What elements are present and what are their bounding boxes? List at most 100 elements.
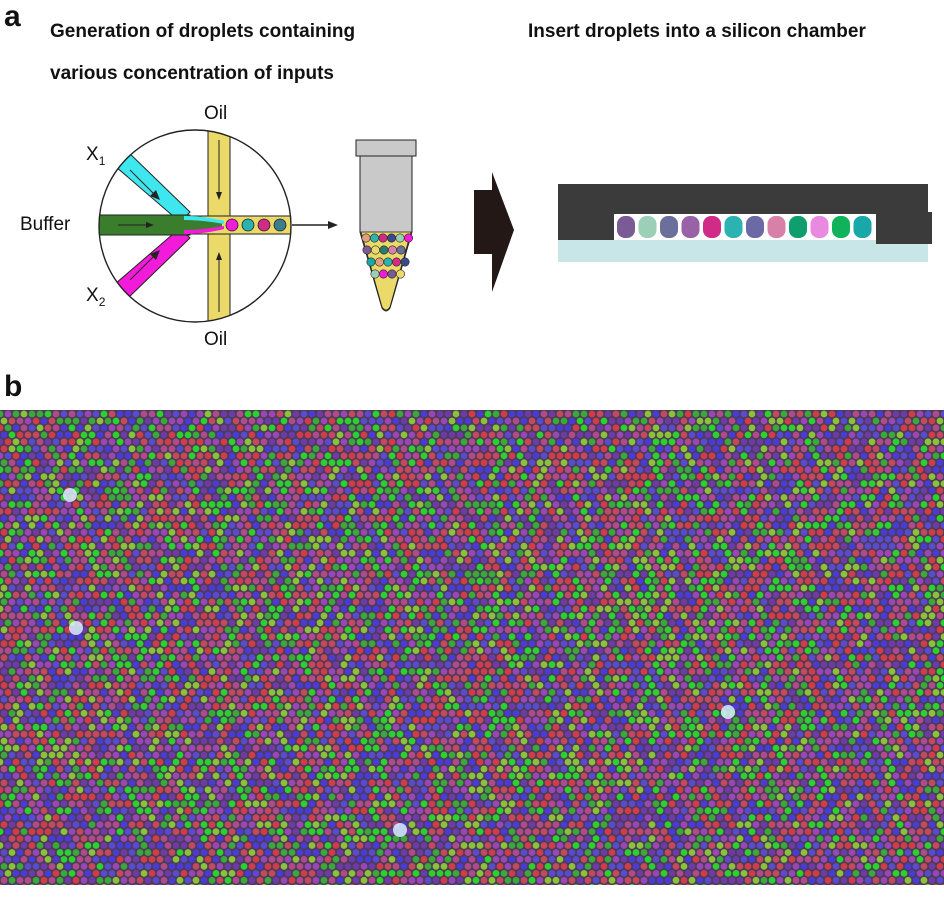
micrograph-droplet	[389, 550, 396, 557]
micrograph-droplet	[781, 466, 788, 473]
micrograph-droplet	[557, 564, 564, 571]
micrograph-droplet	[929, 682, 936, 689]
micrograph-droplet	[373, 564, 380, 571]
micrograph-droplet	[341, 689, 348, 696]
micrograph-droplet	[829, 411, 836, 418]
tube-droplet	[388, 246, 396, 254]
micrograph-droplet	[513, 459, 520, 466]
micrograph-droplet	[381, 508, 388, 515]
micrograph-droplet	[897, 557, 904, 564]
micrograph-droplet	[381, 578, 388, 585]
micrograph-droplet	[937, 626, 944, 633]
micrograph-droplet	[813, 411, 820, 418]
micrograph-droplet	[57, 501, 64, 508]
micrograph-droplet	[229, 606, 236, 613]
micrograph-droplet	[453, 647, 460, 654]
micrograph-droplet	[37, 661, 44, 668]
micrograph-droplet	[57, 654, 64, 661]
micrograph-droplet	[209, 668, 216, 675]
micrograph-droplet	[1, 543, 8, 550]
micrograph-droplet	[21, 411, 28, 418]
micrograph-droplet	[817, 654, 824, 661]
micrograph-droplet	[5, 661, 12, 668]
micrograph-droplet	[85, 466, 92, 473]
micrograph-droplet	[805, 675, 812, 682]
micrograph-droplet	[625, 418, 632, 425]
micrograph-droplet	[445, 578, 452, 585]
micrograph-droplet	[473, 668, 480, 675]
micrograph-droplet	[481, 696, 488, 703]
micrograph-droplet	[9, 473, 16, 480]
micrograph-droplet	[657, 432, 664, 439]
micrograph-droplet	[801, 459, 808, 466]
micrograph-droplet	[161, 432, 168, 439]
micrograph-droplet	[493, 606, 500, 613]
micrograph-droplet	[881, 585, 888, 592]
micrograph-droplet	[353, 696, 360, 703]
micrograph-droplet	[181, 619, 188, 626]
micrograph-droplet	[905, 445, 912, 452]
micrograph-droplet	[501, 550, 508, 557]
micrograph-droplet	[869, 675, 876, 682]
micrograph-droplet	[785, 557, 792, 564]
chamber-droplet	[682, 216, 700, 238]
micrograph-droplet	[485, 564, 492, 571]
micrograph-droplet	[785, 668, 792, 675]
micrograph-droplet	[729, 571, 736, 578]
micrograph-droplet	[245, 508, 252, 515]
micrograph-droplet	[69, 550, 76, 557]
micrograph-droplet	[381, 606, 388, 613]
micrograph-droplet	[113, 515, 120, 522]
micrograph-droplet	[397, 647, 404, 654]
micrograph-droplet	[249, 557, 256, 564]
droplet-fluorescence-micrograph	[0, 410, 944, 885]
micrograph-droplet	[449, 612, 456, 619]
micrograph-droplet	[129, 501, 136, 508]
micrograph-droplet	[605, 438, 612, 445]
micrograph-droplet	[341, 480, 348, 487]
micrograph-droplet	[585, 599, 592, 606]
micrograph-droplet	[713, 640, 720, 647]
micrograph-droplet	[861, 550, 868, 557]
micrograph-droplet	[857, 585, 864, 592]
micrograph-droplet	[881, 668, 888, 675]
micrograph-droplet	[177, 571, 184, 578]
micrograph-droplet	[221, 508, 228, 515]
micrograph-droplet	[921, 473, 928, 480]
micrograph-droplet	[453, 619, 460, 626]
micrograph-droplet	[405, 592, 412, 599]
micrograph-droplet	[41, 445, 48, 452]
micrograph-droplet	[941, 606, 944, 613]
micrograph-droplet	[297, 654, 304, 661]
micrograph-droplet	[881, 543, 888, 550]
micrograph-droplet	[653, 508, 660, 515]
micrograph-droplet	[145, 418, 152, 425]
micrograph-droplet	[729, 543, 736, 550]
micrograph-droplet	[677, 508, 684, 515]
micrograph-droplet	[81, 599, 88, 606]
micrograph-droplet	[729, 640, 736, 647]
micrograph-droplet	[393, 501, 400, 508]
micrograph-droplet	[297, 626, 304, 633]
micrograph-droplet	[693, 647, 700, 654]
micrograph-droplet	[757, 619, 764, 626]
micrograph-droplet	[873, 459, 880, 466]
micrograph-droplet	[897, 585, 904, 592]
micrograph-droplet	[513, 612, 520, 619]
micrograph-droplet	[61, 689, 68, 696]
micrograph-droplet	[825, 418, 832, 425]
micrograph-droplet	[709, 592, 716, 599]
micrograph-droplet	[657, 640, 664, 647]
micrograph-droplet	[877, 494, 884, 501]
micrograph-droplet	[669, 647, 676, 654]
micrograph-droplet	[125, 536, 132, 543]
micrograph-droplet	[197, 425, 204, 432]
micrograph-droplet	[389, 689, 396, 696]
micrograph-droplet	[781, 522, 788, 529]
micrograph-droplet	[249, 612, 256, 619]
micrograph-droplet	[193, 682, 200, 689]
micrograph-droplet	[885, 425, 892, 432]
micrograph-droplet	[901, 619, 908, 626]
micrograph-droplet	[333, 508, 340, 515]
micrograph-droplet	[485, 606, 492, 613]
